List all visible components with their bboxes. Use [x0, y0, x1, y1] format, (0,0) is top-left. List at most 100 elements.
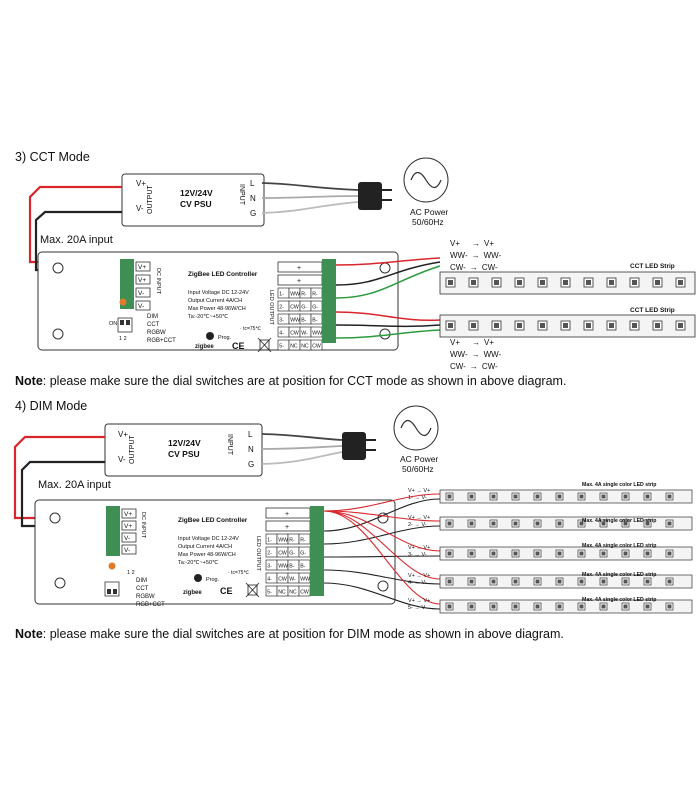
- dim-out-cell-5-4: CW: [300, 590, 309, 596]
- cct-bottom-led-chip: [560, 320, 571, 331]
- cct-top-led-chip: [583, 277, 594, 288]
- dim-led-chip: [489, 577, 498, 586]
- cct-bottom-led-chip: [514, 320, 525, 331]
- dim-out-cell-5-2: NC: [278, 590, 286, 596]
- dim-note: Note: please make sure the dial switches…: [15, 627, 564, 641]
- dim-channel-label-1: V+ → V+: [408, 488, 430, 494]
- dim-strip-label-2: Max. 4A single color LED strip: [582, 518, 656, 524]
- cct-out-plus-1: +: [297, 265, 301, 272]
- cct-section-title: 3) CCT Mode: [15, 150, 90, 164]
- dim-psu-output-label: OUTPUT: [129, 435, 136, 465]
- dim-spec-voltage: Input Voltage DC 12-24V: [178, 536, 239, 542]
- dim-led-chip: [445, 602, 454, 611]
- dim-led-chip: [511, 519, 520, 528]
- dim-dial-mode-cct: CCT: [136, 586, 149, 592]
- psu-vminus-label: V-: [136, 204, 144, 213]
- dim-led-chip: [643, 519, 652, 528]
- cct-prog-button: [206, 332, 214, 340]
- dim-dc-input-label: DC INPUT: [140, 512, 146, 539]
- dim-led-chip: [599, 549, 608, 558]
- cct-out-cell-2-4: G-: [312, 305, 318, 311]
- psu-input-label: INPUT: [238, 184, 245, 206]
- dim-led-chip: [511, 602, 520, 611]
- dim-out-cell-2-4: G-: [300, 551, 306, 557]
- cct-out-cell-4-1: 4-: [279, 331, 284, 337]
- cct-out-cell-5-3: NC: [301, 344, 309, 350]
- cct-out-cell-5-1: 5-: [279, 344, 284, 350]
- cct-top-led-chip: [629, 277, 640, 288]
- cct-prog-label: Prog.: [218, 335, 232, 341]
- dim-out-cell-5-1: 5-: [267, 590, 272, 596]
- dim-led-chip: [643, 602, 652, 611]
- cct-out-cell-2-3: G-: [301, 305, 307, 311]
- cct-term-in-3: V-: [138, 290, 144, 297]
- cct-spec-voltage: Input Voltage DC 12-24V: [188, 290, 249, 296]
- dim-ac-plug: [342, 432, 366, 460]
- dim-out-cell-4-4: WW: [300, 577, 310, 583]
- dim-out-cell-1-3: R-: [289, 538, 295, 544]
- cct-bottom-led-chip: [445, 320, 456, 331]
- cct-bottom-wire-3: CW-→CW-: [450, 362, 498, 371]
- dim-out-cell-4-2: CW: [278, 577, 287, 583]
- dim-led-chip: [445, 549, 454, 558]
- dim-led-chip: [621, 577, 630, 586]
- dim-led-output-label: LED OUTPUT: [255, 536, 261, 571]
- dim-led-chip: [555, 602, 564, 611]
- dim-spec-current: Output Current 4A/CH: [178, 544, 232, 550]
- psu-g-label: G: [250, 209, 256, 218]
- cct-led-strip-bottom: [439, 314, 696, 338]
- dim-psu-g: G: [248, 460, 254, 469]
- dim-max-input-label: Max. 20A input: [38, 479, 111, 491]
- dim-input-terminal-block: [106, 506, 120, 556]
- dim-led-chip: [621, 602, 630, 611]
- dim-channel-label-b-3: 3- → V-: [408, 552, 427, 558]
- dim-out-cell-5-3: NC: [289, 590, 297, 596]
- cct-out-cell-1-1: 1-: [279, 292, 284, 298]
- dim-channel-wire-5: [323, 582, 441, 610]
- psu-output-label: OUTPUT: [147, 185, 154, 215]
- dim-spec-tc: · tc=75℃: [228, 570, 249, 576]
- dim-led-chip: [467, 577, 476, 586]
- dim-ac-cable: [261, 432, 376, 465]
- cct-top-led-chip: [537, 277, 548, 288]
- cct-bottom-led-chip: [606, 320, 617, 331]
- dim-controller: V+ V+ V- V- DC INPUT 1 2 DIM CCT RGBW RG…: [34, 499, 396, 608]
- dim-strip-label-4: Max. 4A single color LED strip: [582, 572, 656, 578]
- dim-dial-mode-rgbcct: RGB+CCT: [136, 602, 165, 608]
- cct-spec-temp: Ta:-20℃~+50℃: [188, 314, 229, 320]
- cct-weee-icon: [257, 337, 272, 353]
- dim-out-cell-3-3: B-: [289, 564, 294, 570]
- dim-prog-button: [194, 574, 202, 582]
- cct-out-cell-3-3: B-: [301, 318, 306, 324]
- dim-led-chip: [533, 519, 542, 528]
- cct-controller: V+ V+ V- V- DC INPUT ON 1 2 DIM CCT RGBW…: [37, 251, 399, 353]
- dim-term-in-4: V-: [124, 547, 130, 554]
- cct-ac-power-label: AC Power: [410, 207, 448, 217]
- cct-led-strip-top: [439, 271, 696, 295]
- cct-output-wires: [335, 257, 441, 339]
- dim-strip-label-5: Max. 4A single color LED strip: [582, 597, 656, 603]
- dim-led-chip: [467, 602, 476, 611]
- dim-psu-voltage: 12V/24V: [168, 438, 201, 448]
- dim-term-in-1: V+: [124, 511, 132, 518]
- dim-out-plus-2: +: [285, 524, 289, 531]
- dim-out-cell-4-3: W-: [289, 577, 296, 583]
- dim-psu-input-label: INPUT: [226, 434, 233, 456]
- dim-led-chip: [577, 602, 586, 611]
- psu-l-label: L: [250, 179, 255, 188]
- dim-led-chip: [665, 577, 674, 586]
- dim-led-chip: [665, 602, 674, 611]
- dim-dial-mode-rgbw: RGBW: [136, 594, 155, 600]
- dim-controller-title: ZigBee LED Controller: [178, 517, 248, 524]
- cct-top-led-chip: [491, 277, 502, 288]
- cct-out-cell-2-2: CW: [290, 305, 299, 311]
- cct-psu: V+ V- OUTPUT 12V/24V CV PSU INPUT L N G: [121, 173, 265, 227]
- cct-bottom-led-chip: [629, 320, 640, 331]
- cct-bottom-led-chip: [468, 320, 479, 331]
- dim-led-chip: [555, 577, 564, 586]
- cct-top-led-chip: [675, 277, 686, 288]
- dim-led-chip: [489, 492, 498, 501]
- dim-led-chip: [577, 577, 586, 586]
- cct-top-led-chip: [652, 277, 663, 288]
